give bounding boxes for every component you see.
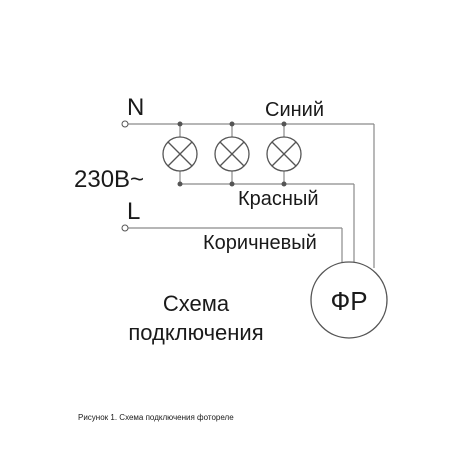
lamp-3 xyxy=(266,136,302,172)
line-label: L xyxy=(127,198,140,225)
lamp-1 xyxy=(162,136,198,172)
neutral-label: N xyxy=(127,94,144,121)
line-terminal xyxy=(121,224,129,232)
photo-relay-label: ФР xyxy=(330,286,367,316)
neutral-terminal xyxy=(121,120,129,128)
title-line-2: подключения xyxy=(128,320,263,345)
junction-node xyxy=(177,121,183,127)
lamp-2 xyxy=(214,136,250,172)
junction-node xyxy=(177,181,183,187)
brown-wire-label: Коричневый xyxy=(203,232,317,254)
photo-relay-circle xyxy=(310,261,388,339)
junction-node xyxy=(229,181,235,187)
blue-wire-label: Синий xyxy=(265,99,324,121)
voltage-label: 230В~ xyxy=(74,166,144,193)
junction-node xyxy=(281,121,287,127)
junction-node xyxy=(281,181,287,187)
title-line-1: Схема xyxy=(163,291,230,316)
red-wire-label: Красный xyxy=(238,188,319,210)
figure-caption: Рисунок 1. Схема подключения фотореле xyxy=(78,413,234,422)
junction-node xyxy=(229,121,235,127)
